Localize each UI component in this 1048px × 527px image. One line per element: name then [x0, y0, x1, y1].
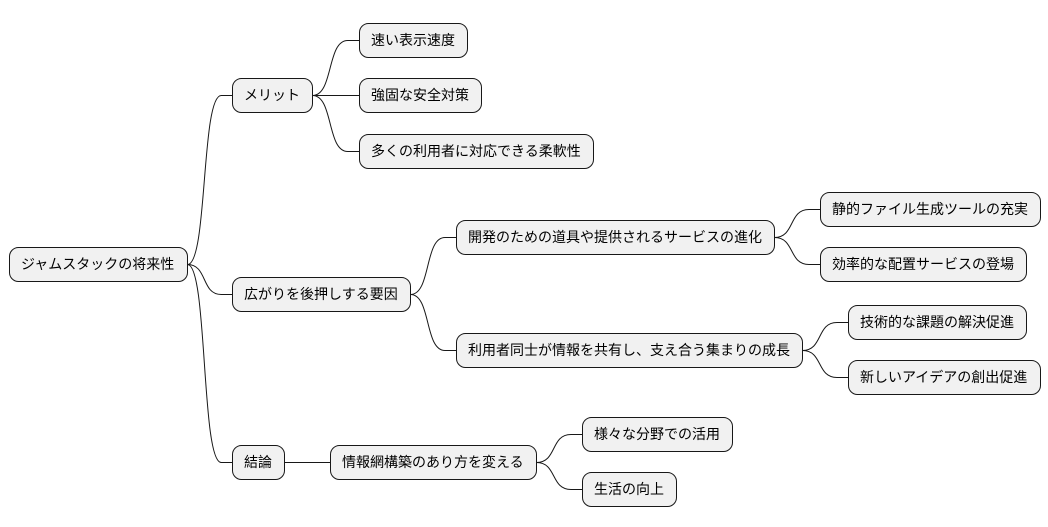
node-label-community: 利用者同士が情報を共有し、支え合う集まりの成長	[468, 342, 790, 359]
node-life-improve: 生活の向上	[582, 472, 677, 507]
edge-factors-to-community	[410, 294, 457, 351]
node-various-fields: 様々な分野での活用	[582, 417, 733, 452]
node-box-deploy-services	[820, 247, 1027, 282]
node-tools-evolution: 開発のための道具や提供されるサービスの進化	[456, 220, 775, 255]
edge-tools-evolution-to-deploy-services	[774, 237, 821, 265]
node-label-tools-evolution: 開発のための道具や提供されるサービスの進化	[468, 230, 762, 246]
node-box-change-info	[330, 445, 537, 480]
node-tech-issues: 技術的な課題の解決促進	[848, 305, 1027, 340]
node-label-scalability: 多くの利用者に対応できる柔軟性	[371, 143, 581, 160]
node-scalability: 多くの利用者に対応できる柔軟性	[359, 134, 594, 169]
node-box-factors	[232, 277, 411, 312]
node-label-factors: 広がりを後押しする要因	[244, 287, 398, 303]
node-label-various-fields: 様々な分野での活用	[594, 427, 720, 443]
edge-root-to-factors	[187, 264, 233, 295]
mindmap-edges	[187, 40, 849, 490]
node-box-life-improve	[582, 472, 677, 507]
node-label-ssg: 静的ファイル生成ツールの充実	[832, 202, 1028, 218]
node-deploy-services: 効率的な配置サービスの登場	[820, 247, 1027, 282]
node-new-ideas: 新しいアイデアの創出促進	[848, 360, 1041, 395]
node-label-fast-display: 速い表示速度	[371, 33, 455, 49]
node-box-various-fields	[582, 417, 733, 452]
node-label-life-improve: 生活の向上	[594, 482, 664, 498]
node-label-security: 強固な安全対策	[371, 87, 469, 104]
edge-community-to-new-ideas	[802, 350, 849, 378]
edge-tools-evolution-to-ssg	[774, 209, 821, 238]
node-merit: メリット	[232, 78, 313, 113]
node-ssg: 静的ファイル生成ツールの充実	[820, 192, 1041, 227]
node-fast-display: 速い表示速度	[359, 23, 468, 58]
node-conclusion: 結論	[232, 445, 285, 480]
node-box-community	[456, 333, 803, 368]
node-box-tools-evolution	[456, 220, 775, 255]
node-box-fast-display	[359, 23, 468, 58]
node-label-tech-issues: 技術的な課題の解決促進	[860, 315, 1014, 331]
edge-root-to-merit	[187, 95, 233, 265]
node-box-merit	[232, 78, 313, 113]
edge-community-to-tech-issues	[802, 322, 849, 351]
node-box-security	[359, 78, 482, 113]
node-security: 強固な安全対策	[359, 78, 482, 113]
edge-change-info-to-various-fields	[536, 434, 583, 463]
node-box-tech-issues	[848, 305, 1027, 340]
node-root: ジャムスタックの将来性	[9, 247, 188, 282]
edge-merit-to-scalability	[312, 95, 360, 152]
edge-root-to-conclusion	[187, 264, 233, 463]
node-label-conclusion: 結論	[244, 455, 272, 471]
node-label-change-info: 情報網構築のあり方を変える	[342, 454, 524, 471]
edge-factors-to-tools-evolution	[410, 237, 457, 295]
node-label-merit: メリット	[244, 88, 300, 104]
node-box-ssg	[820, 192, 1041, 227]
edge-change-info-to-life-improve	[536, 462, 583, 490]
node-change-info: 情報網構築のあり方を変える	[330, 445, 537, 480]
node-box-scalability	[359, 134, 594, 169]
node-factors: 広がりを後押しする要因	[232, 277, 411, 312]
node-label-root: ジャムスタックの将来性	[21, 257, 174, 273]
node-box-root	[9, 247, 188, 282]
node-box-conclusion	[232, 445, 285, 480]
node-community: 利用者同士が情報を共有し、支え合う集まりの成長	[456, 333, 803, 368]
node-label-new-ideas: 新しいアイデアの創出促進	[860, 369, 1027, 386]
edge-merit-to-fast-display	[312, 40, 360, 96]
node-box-new-ideas	[848, 360, 1041, 395]
node-label-deploy-services: 効率的な配置サービスの登場	[832, 256, 1014, 273]
mindmap-nodes: ジャムスタックの将来性 メリット 速い表示速度強固な安全対策多くの利用者に対応できる…	[9, 23, 1041, 507]
